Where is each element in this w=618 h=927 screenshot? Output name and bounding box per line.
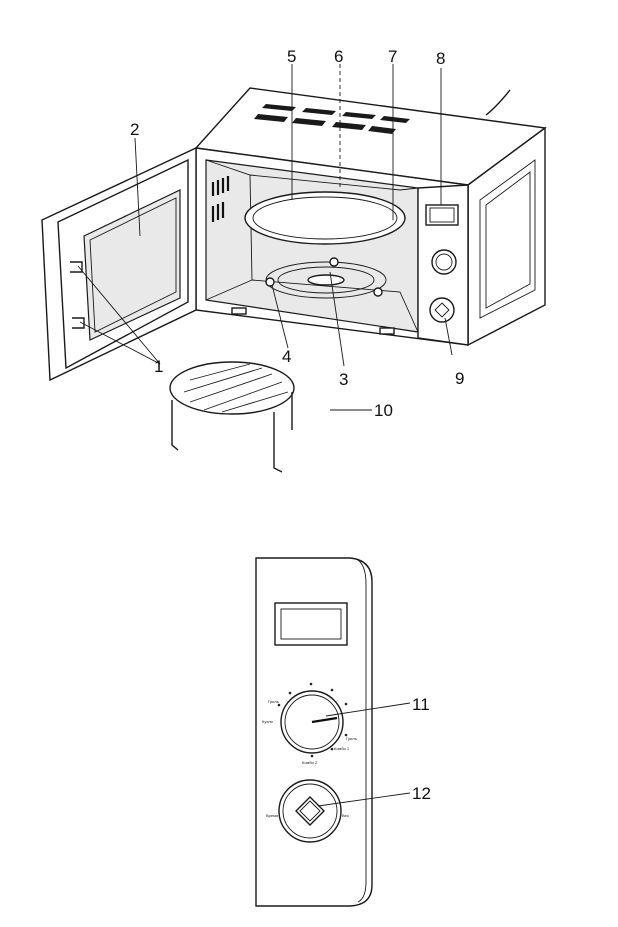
callout-11: 11 — [412, 695, 430, 714]
callout-8: 8 — [436, 49, 445, 68]
door — [41, 146, 197, 382]
callout-7: 7 — [388, 47, 397, 66]
roller-ring — [265, 257, 387, 299]
leader-lines — [77, 64, 453, 411]
grill-rack — [169, 361, 295, 473]
control-panel-detail: Гриль Кухня Гриль Комби 1 Комби 2 Время … — [255, 557, 373, 907]
callout-5: 5 — [287, 47, 296, 66]
callout-10: 10 — [374, 401, 393, 420]
knob2-label-left: Время — [266, 813, 278, 818]
callout-3: 3 — [339, 370, 348, 389]
knob2-label-right: Вес — [342, 813, 349, 818]
dial-label-left-top: Гриль — [268, 699, 279, 704]
dial-label-left: Кухня — [262, 719, 273, 724]
callout-1: 1 — [154, 357, 163, 376]
callout-9: 9 — [455, 369, 464, 388]
callout-6: 6 — [334, 47, 343, 66]
timer-weight-knob[interactable] — [278, 779, 342, 843]
dial-label-right-1: Гриль — [346, 736, 357, 741]
callout-4: 4 — [282, 347, 291, 366]
dial-label-bottom: Комби 2 — [302, 760, 318, 765]
control-strip — [417, 184, 469, 346]
dial-label-right-2: Комби 1 — [334, 746, 350, 751]
callout-2: 2 — [130, 120, 139, 139]
display-window — [274, 602, 348, 646]
glass-tray — [244, 191, 406, 245]
top-vents — [254, 104, 410, 134]
callout-12: 12 — [412, 784, 431, 803]
